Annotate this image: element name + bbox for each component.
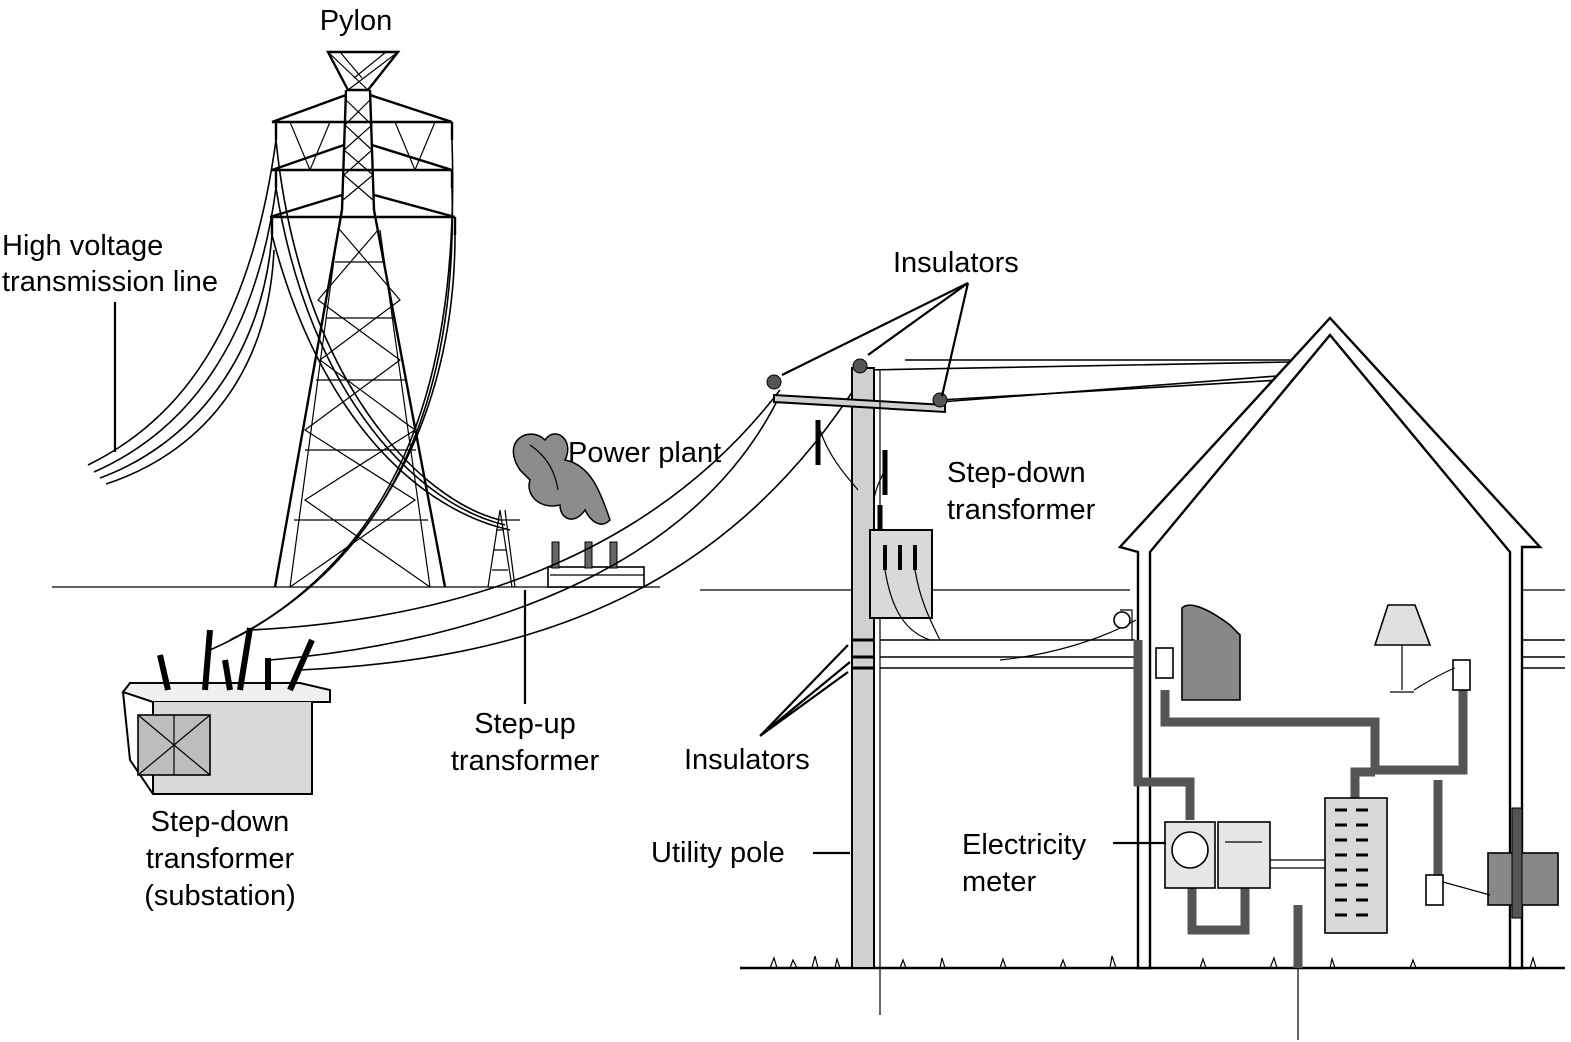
pole-transformer [869, 529, 941, 641]
label-insulators-bottom: Insulators [684, 744, 810, 776]
label-pole-transformer-2: transformer [947, 494, 1096, 526]
label-meter-1: Electricity [962, 829, 1087, 861]
label-substation-1: Step-down [150, 806, 290, 838]
distribution-lines [249, 359, 1565, 671]
label-step-up-1: Step-up [474, 708, 576, 740]
leader-lines [113, 282, 1166, 855]
high-voltage-lines [87, 139, 511, 651]
label-insulators-top: Insulators [893, 247, 1019, 279]
label-meter-2: meter [962, 866, 1037, 898]
label-utility-pole: Utility pole [651, 837, 785, 869]
utility-pole [766, 358, 948, 1015]
power-plant [512, 433, 645, 588]
label-high-voltage-line-1: High voltage [2, 230, 164, 262]
label-pylon: Pylon [319, 5, 393, 37]
house [999, 316, 1559, 1040]
substation-transformer [121, 627, 331, 795]
step-up-transformer [487, 509, 520, 588]
label-pole-transformer-1: Step-down [947, 457, 1086, 489]
label-high-voltage-line-2: transmission line [2, 266, 218, 298]
label-power-plant: Power plant [568, 437, 722, 469]
label-step-up-2: transformer [450, 745, 600, 777]
pylon [269, 50, 457, 588]
label-substation-2: transformer [145, 843, 295, 875]
label-substation-3: (substation) [144, 880, 296, 912]
